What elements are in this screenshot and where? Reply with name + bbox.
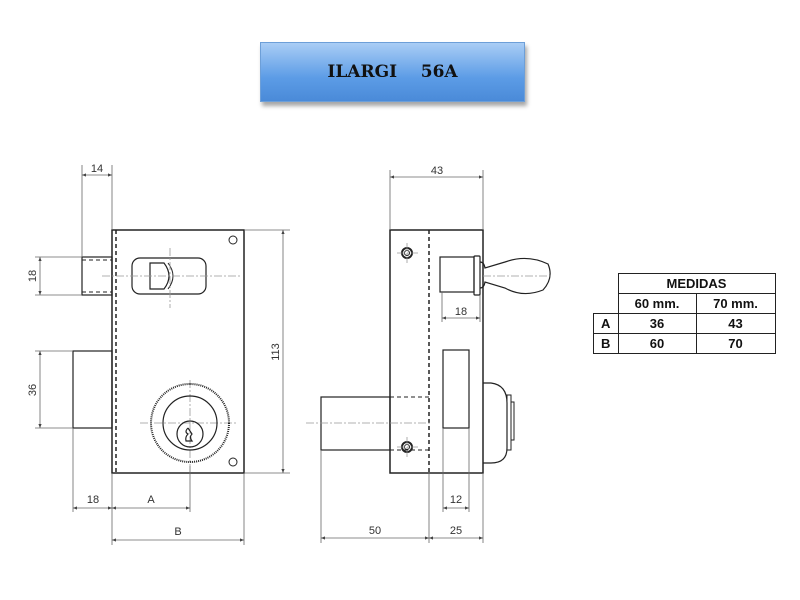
dim-25: 25: [450, 525, 462, 537]
dim-43: 43: [431, 165, 443, 177]
row-label: B: [593, 333, 619, 354]
dim-18-bottom: 18: [87, 494, 99, 506]
cell: 60: [617, 333, 697, 354]
strike-slot: [442, 349, 470, 429]
column-header: 60 mm.: [617, 293, 697, 314]
title: ILARGI 56A: [327, 62, 458, 82]
side-deadbolt: [320, 396, 391, 451]
key-cylinder: [150, 383, 230, 463]
dim-18-side: 18: [455, 306, 467, 318]
deadbolt: [72, 350, 113, 429]
cylinder-housing: [483, 382, 508, 464]
title-banner: ILARGI 56A: [260, 42, 525, 102]
cell: 43: [695, 313, 776, 334]
cell: 36: [617, 313, 697, 334]
row-label: A: [593, 313, 619, 334]
front-view: 14 18 36 113 18 A B: [27, 163, 290, 545]
side-plate: [389, 229, 484, 474]
dim-50: 50: [369, 525, 381, 537]
table-header: MEDIDAS: [617, 273, 776, 294]
screw-hole: [228, 457, 238, 467]
dim-b: B: [174, 526, 181, 538]
side-view: 43 18 12 50 25: [306, 165, 553, 543]
cell: 70: [695, 333, 776, 354]
dim-12: 12: [450, 494, 462, 506]
knob-cylinder: [439, 256, 475, 293]
dim-36: 36: [27, 384, 39, 396]
column-header: 70 mm.: [695, 293, 776, 314]
dim-113: 113: [270, 343, 282, 361]
dim-a: A: [147, 494, 155, 506]
dim-14: 14: [91, 163, 103, 175]
screw-hole: [228, 235, 238, 245]
dim-latch-18: 18: [27, 270, 39, 282]
thumb-turn-key: [479, 257, 551, 295]
